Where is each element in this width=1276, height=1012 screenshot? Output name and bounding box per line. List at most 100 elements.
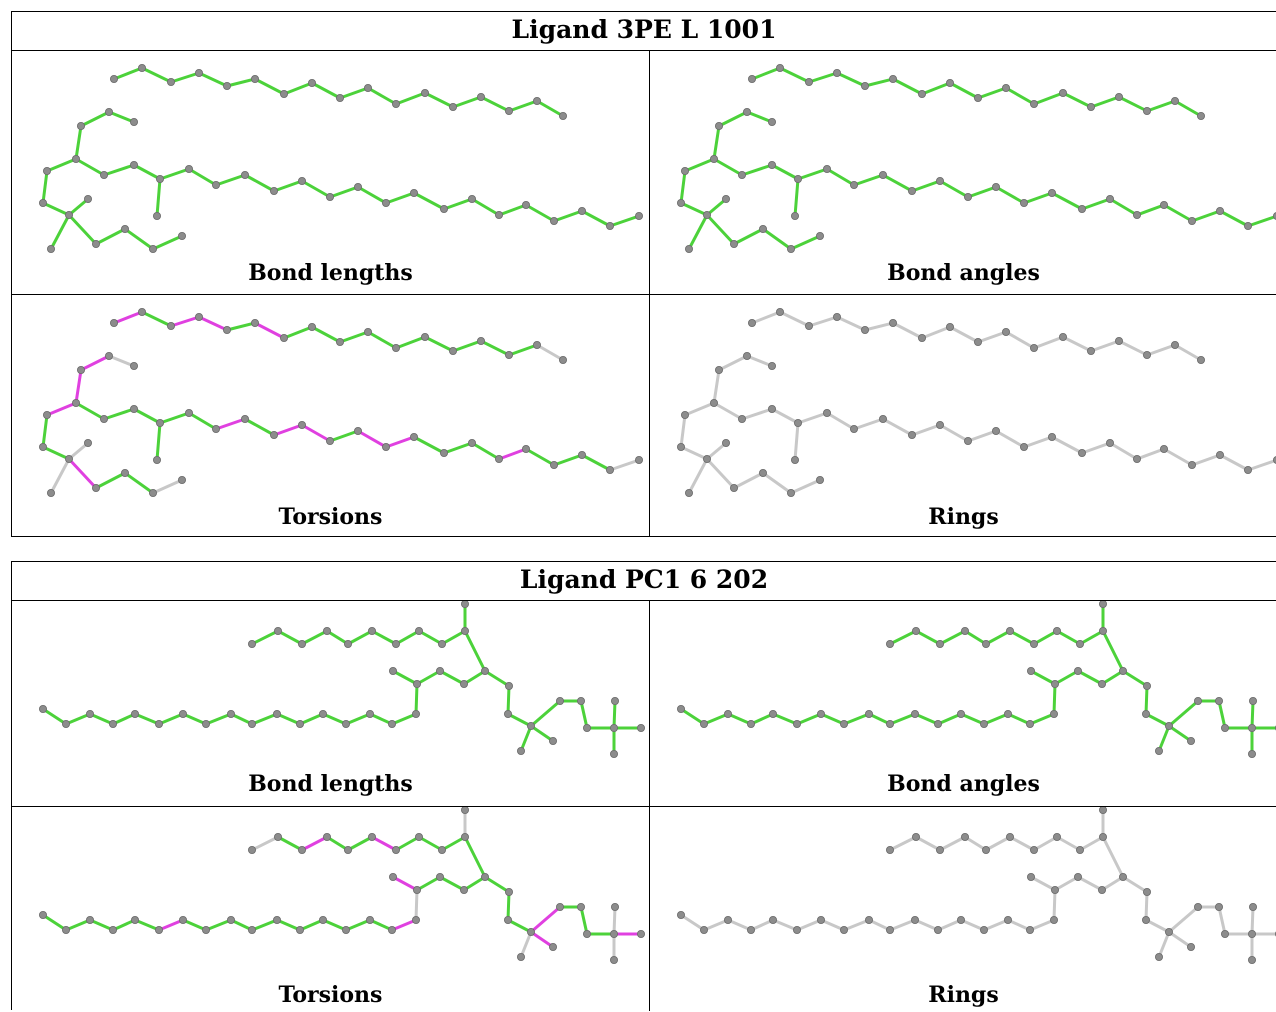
ligand-title: Ligand PC1 6 202 <box>12 562 1276 601</box>
bond <box>1246 214 1276 228</box>
atom <box>945 78 954 87</box>
bond <box>580 453 612 472</box>
atom <box>1052 832 1061 841</box>
atom <box>606 221 615 230</box>
atom <box>1215 697 1224 706</box>
bond <box>45 401 78 417</box>
bond <box>214 173 247 187</box>
atom <box>138 307 147 316</box>
atom <box>907 186 916 195</box>
atom <box>295 720 304 729</box>
atom <box>635 211 644 220</box>
bond <box>740 407 774 421</box>
atom <box>516 746 525 755</box>
atom <box>1003 710 1012 719</box>
ligand-title: Ligand 3PE L 1001 <box>12 12 1276 51</box>
bond <box>438 875 466 892</box>
bond <box>94 471 127 490</box>
bond <box>1061 91 1093 109</box>
atom <box>606 465 615 474</box>
bond <box>1100 875 1125 892</box>
atom <box>131 916 140 925</box>
atom <box>1194 903 1203 912</box>
atom <box>387 926 396 935</box>
bond <box>187 167 218 187</box>
bond <box>414 682 419 716</box>
bond <box>300 179 332 199</box>
atom <box>549 736 558 745</box>
bond <box>366 330 398 350</box>
bond <box>49 213 71 251</box>
bond <box>282 81 314 96</box>
bond <box>1078 835 1105 852</box>
atom <box>533 341 542 350</box>
bond <box>891 321 924 340</box>
atom <box>700 926 709 935</box>
bond <box>74 401 106 421</box>
bond <box>415 669 442 686</box>
atom <box>885 926 894 935</box>
atom <box>1025 926 1034 935</box>
bond <box>169 71 201 84</box>
atom <box>177 231 186 240</box>
bond <box>497 447 528 461</box>
atom <box>885 846 894 855</box>
bond <box>712 124 721 161</box>
bond <box>394 629 421 646</box>
atom <box>786 488 795 497</box>
atom <box>414 832 423 841</box>
bond <box>789 478 822 495</box>
atom <box>240 171 249 180</box>
bond <box>535 99 565 118</box>
atom <box>47 488 56 497</box>
atom <box>38 911 47 920</box>
bond <box>338 86 370 100</box>
atom <box>963 436 972 445</box>
atom <box>1098 832 1107 841</box>
atom <box>676 705 685 714</box>
bond <box>1121 875 1149 894</box>
atom <box>973 338 982 347</box>
molecule-diagram <box>38 601 646 758</box>
atom <box>1099 601 1107 608</box>
bond <box>888 918 917 932</box>
bond <box>1167 930 1193 949</box>
bond <box>745 110 774 124</box>
atom <box>1005 832 1014 841</box>
bond <box>920 81 952 96</box>
atom <box>703 210 712 219</box>
bond <box>140 310 173 328</box>
atom <box>849 180 858 189</box>
bond <box>825 411 856 431</box>
atom <box>47 244 56 253</box>
molecule-diagram <box>38 807 646 964</box>
atom <box>273 626 282 635</box>
atom <box>610 724 619 733</box>
atom <box>738 415 747 424</box>
bond <box>440 835 467 852</box>
atom <box>1029 846 1038 855</box>
atom <box>211 424 220 433</box>
atom <box>1075 640 1084 649</box>
atom <box>77 366 86 375</box>
atom <box>1273 456 1276 464</box>
bond <box>243 417 276 437</box>
bond <box>325 629 350 646</box>
bond <box>250 712 279 726</box>
bond <box>524 203 556 223</box>
bond <box>712 401 744 421</box>
bond <box>157 712 185 726</box>
atom <box>917 90 926 99</box>
atom <box>494 210 503 219</box>
atom <box>724 916 733 925</box>
bond <box>1032 91 1065 106</box>
bond <box>807 315 839 328</box>
atom <box>152 211 161 220</box>
bond <box>463 835 487 879</box>
bond <box>253 77 286 96</box>
atom <box>148 488 157 497</box>
bond-lengths-cell: Bond lengths <box>12 51 649 294</box>
atom <box>341 720 350 729</box>
atom <box>786 244 795 253</box>
bond <box>356 429 388 449</box>
